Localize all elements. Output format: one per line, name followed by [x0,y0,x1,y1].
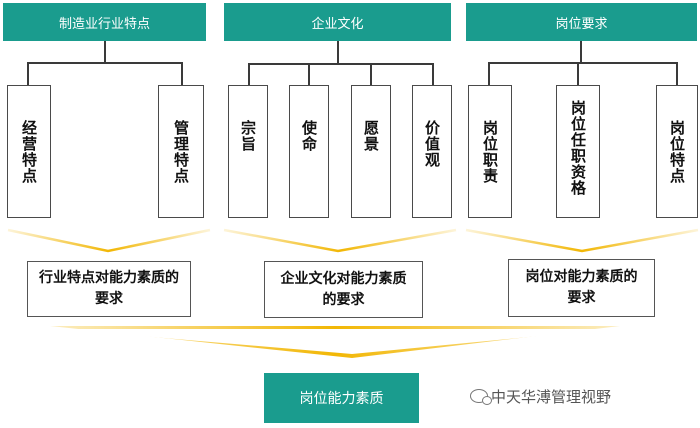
leaf-operation-features: 经营特点 [7,85,51,218]
connector-line [676,62,678,85]
connector-line [248,63,433,65]
requirement-industry: 行业特点对能力素质的要求 [27,261,191,317]
leaf-purpose: 宗旨 [228,85,268,218]
watermark: 中天华溥管理视野 [470,384,696,408]
header-culture: 企业文化 [224,3,451,41]
connector-line [27,62,29,85]
chevron-culture [223,228,457,253]
result-position-competency: 岗位能力素质 [264,373,419,423]
leaf-vision: 愿景 [351,85,391,218]
leaf-job-features: 岗位特点 [656,85,698,218]
gold-funnel [50,326,620,358]
requirement-position: 岗位对能力素质的要求 [508,259,655,317]
chevron-industry [7,228,211,253]
connector-line [337,41,339,64]
connector-line [308,63,310,85]
requirement-culture: 企业文化对能力素质的要求 [264,261,423,318]
leaf-management-features: 管理特点 [158,85,204,218]
gold-chevrons [7,228,699,253]
connector-line [488,62,490,85]
leaf-job-qualifications: 岗位任职资格 [556,85,600,218]
header-industry: 制造业行业特点 [3,3,206,41]
connector-line [488,62,677,64]
leaf-mission: 使命 [289,85,329,218]
connector-line [580,41,582,63]
leaf-values: 价值观 [412,85,452,218]
connector-line [104,41,106,63]
header-position: 岗位要求 [466,3,697,41]
leaf-job-duties: 岗位职责 [468,85,512,218]
wechat-icon [470,389,492,405]
connector-line [577,62,579,85]
connector-line [248,63,250,85]
chevron-position [465,228,699,253]
connector-line [181,62,183,85]
connector-line [27,62,182,64]
connector-line [432,63,434,85]
connector-line [370,63,372,85]
